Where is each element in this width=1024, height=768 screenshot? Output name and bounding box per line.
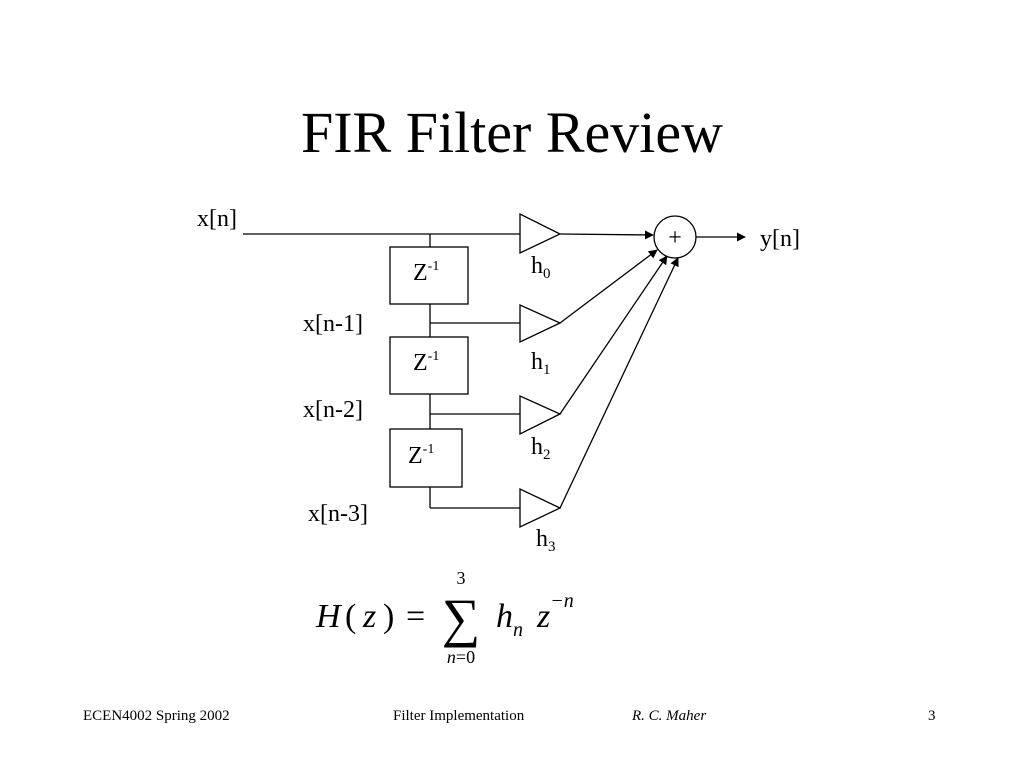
- footer-page-number: 3: [928, 708, 936, 724]
- gain-triangle-icon-1: [519, 303, 562, 344]
- delay-box-2: [389, 336, 469, 395]
- tap-label-2: x[n-2]: [303, 397, 363, 423]
- delay-label-2: Z-1: [413, 349, 439, 376]
- coefficient-label-0: h0: [531, 253, 551, 282]
- gain-triangle-icon-2: [519, 394, 562, 436]
- formula-h-n: hn: [496, 598, 523, 641]
- slide-title: FIR Filter Review: [300, 100, 724, 165]
- formula-upper-limit: 3: [457, 568, 466, 588]
- output-label: y[n]: [760, 226, 800, 252]
- gain-arrow-1: [559, 249, 658, 324]
- sigma-icon: ∑: [442, 588, 481, 648]
- gain-arrow-3: [559, 257, 679, 509]
- footer-topic: Filter Implementation: [393, 708, 525, 724]
- delay-label-1: Z-1: [413, 259, 439, 286]
- footer-course: ECEN4002 Spring 2002: [83, 708, 230, 724]
- gain-arrow-0: [559, 230, 654, 240]
- coefficient-label-1: h1: [531, 349, 551, 378]
- input-label: x[n]: [197, 206, 237, 232]
- formula-H: H: [315, 598, 343, 635]
- delay-label-3: Z-1: [408, 442, 434, 469]
- formula-z-power: z−n: [536, 590, 574, 635]
- formula-open-paren: (: [345, 598, 356, 635]
- formula-equals: =: [406, 598, 425, 635]
- adder-symbol: +: [668, 225, 682, 251]
- coefficient-label-2: h2: [531, 434, 551, 463]
- delay-box-3: [389, 428, 463, 488]
- gain-triangle-icon-3: [519, 487, 562, 529]
- gain-arrow-2: [559, 255, 668, 415]
- gain-triangle-icon-0: [519, 212, 562, 255]
- coefficient-label-3: h3: [536, 526, 556, 555]
- formula-lower-limit: n=0: [447, 647, 475, 667]
- tap-label-3: x[n-3]: [308, 501, 368, 527]
- transfer-function: H ( z ) = 3 ∑ n=0 hn z−n: [315, 568, 574, 667]
- tap-label-1: x[n-1]: [303, 311, 363, 337]
- delay-box-1: [389, 246, 469, 305]
- formula-close-paren: ): [383, 598, 394, 635]
- formula-z: z: [362, 598, 376, 635]
- footer-author: R. C. Maher: [632, 708, 707, 724]
